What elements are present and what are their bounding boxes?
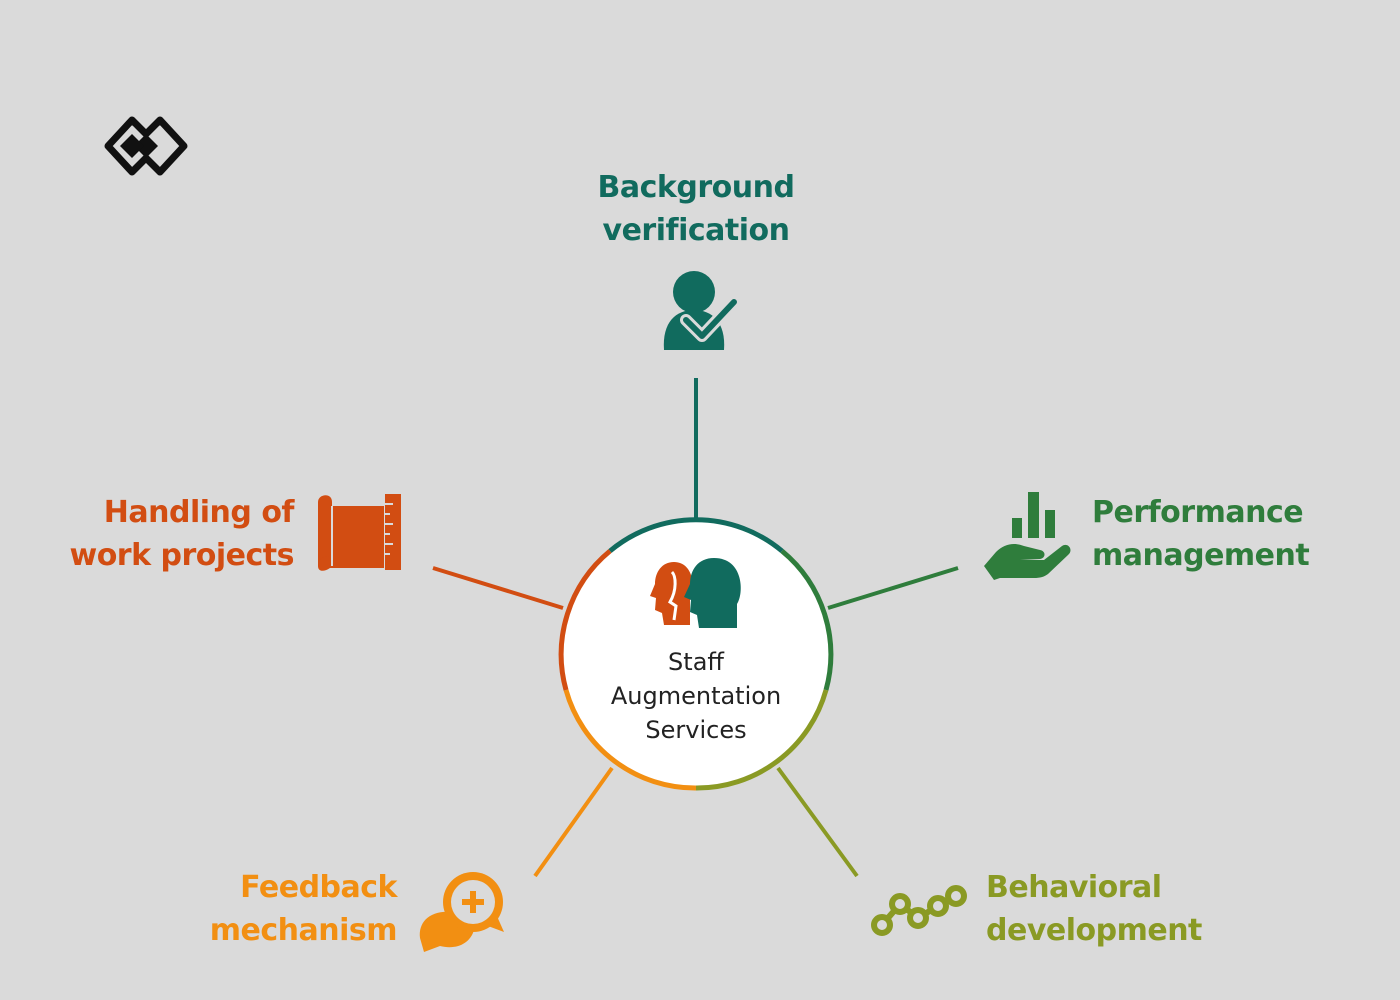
center-title-line1: Staff — [668, 648, 724, 676]
label-performance-line2: management — [1092, 538, 1310, 573]
connector-work — [432, 566, 564, 610]
center-circle — [558, 517, 834, 791]
label-feedback-mechanism: Feedback mechanism — [209, 866, 398, 952]
hand-chart-icon — [984, 492, 1071, 580]
connector-behavioral — [776, 766, 859, 878]
network-path-icon — [871, 885, 967, 936]
label-feedback-line1: Feedback — [240, 870, 397, 905]
center-title-line2: Augmentation — [610, 682, 782, 710]
chat-plus-icon — [419, 872, 504, 952]
diamond-logo-icon — [104, 116, 188, 176]
connector-feedback — [533, 766, 614, 878]
label-background-line1: Background — [597, 170, 795, 205]
label-behavioral-line2: development — [986, 913, 1202, 948]
label-background-line2: verification — [602, 213, 790, 248]
heads-icon — [650, 558, 741, 628]
connector-performance — [827, 566, 959, 610]
label-work-line1: Handling of — [103, 495, 295, 530]
label-work-line2: work projects — [69, 538, 294, 573]
label-handling-work-projects: Handling of work projects — [69, 491, 294, 577]
label-performance-line1: Performance — [1092, 495, 1304, 530]
label-background-verification: Background verification — [546, 166, 846, 252]
blueprint-ruler-icon — [318, 494, 401, 571]
center-title: Staff Augmentation Services — [575, 645, 817, 747]
label-behavioral-development: Behavioral development — [986, 866, 1202, 952]
label-behavioral-line1: Behavioral — [986, 870, 1162, 905]
label-feedback-line2: mechanism — [209, 913, 398, 948]
person-check-icon — [663, 271, 740, 350]
center-title-line3: Services — [645, 716, 747, 744]
label-performance-management: Performance management — [1092, 491, 1310, 577]
